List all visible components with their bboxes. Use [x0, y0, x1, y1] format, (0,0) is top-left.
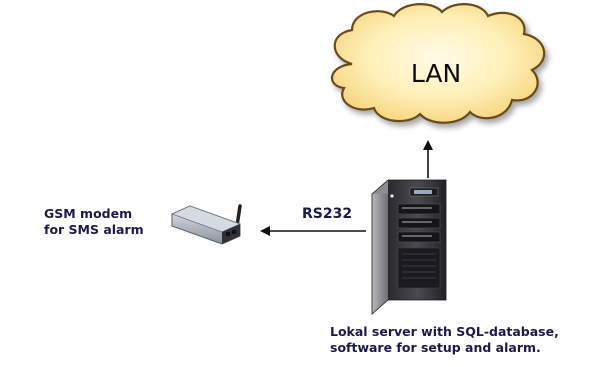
gsm-modem-icon	[170, 204, 242, 245]
lan-cloud: LAN	[331, 3, 546, 124]
lan-cloud-shape	[331, 3, 546, 124]
server-label-line1: Lokal server with SQL-database,	[330, 324, 559, 339]
server-label: Lokal server with SQL-database, software…	[330, 324, 559, 356]
gsm-modem-label-line1: GSM modem	[44, 206, 133, 221]
server-tower-icon	[371, 179, 447, 315]
gsm-modem-label-line2: for SMS alarm	[44, 222, 144, 237]
rs232-label: RS232	[302, 206, 352, 222]
server-label-line2: software for setup and alarm.	[330, 340, 541, 355]
gsm-modem-label: GSM modem for SMS alarm	[44, 206, 144, 238]
server-side-panel	[372, 180, 388, 314]
lan-label: LAN	[411, 59, 461, 88]
